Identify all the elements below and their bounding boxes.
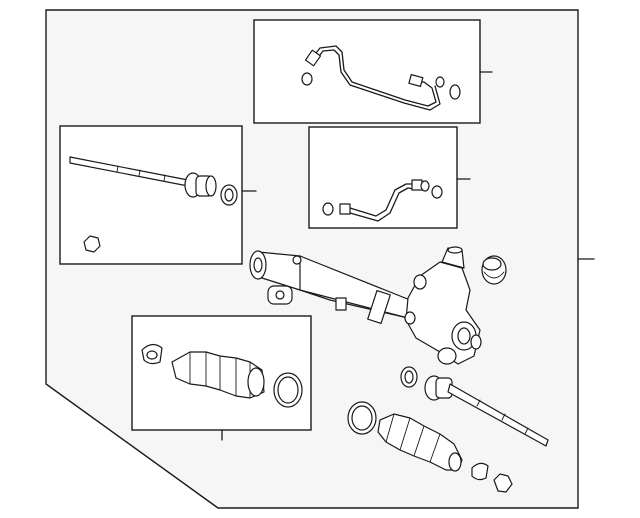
valve-port-upper [413, 274, 427, 290]
fitting-lower-left [339, 203, 351, 215]
o-ring-lower-left [322, 202, 334, 216]
pressure-line-upper-box [253, 19, 481, 124]
right-boot-clamp-small [471, 462, 489, 481]
o-ring-upper-right [449, 84, 461, 100]
valve-cap [470, 334, 482, 350]
valve-port-lower [404, 311, 416, 325]
rack-mount-right [437, 347, 457, 365]
fitting-upper-right [408, 73, 424, 87]
steering-gear-assembly [249, 246, 482, 365]
inner-tie-rod-group [59, 125, 257, 265]
right-adjuster-nut [493, 473, 513, 493]
rack-small-boss [335, 297, 347, 311]
o-ring-lower-right [431, 185, 443, 199]
o-ring-upper-left [301, 72, 313, 86]
steering-boot [171, 351, 265, 399]
o-ring-lower-mid [420, 180, 430, 192]
right-lower-parts [347, 366, 549, 493]
tie-rod-nut [83, 235, 101, 253]
pressure-line-upper-group [253, 19, 493, 124]
right-inner-tie-rod-shaft [447, 383, 549, 447]
o-ring-upper-mid [435, 76, 445, 88]
adjuster-plug [481, 255, 507, 285]
boot-kit-group [131, 315, 312, 441]
port-fitting [292, 255, 302, 265]
pressure-line-lower-tube [349, 183, 415, 217]
pressure-line-lower-group [308, 126, 471, 229]
inner-tie-rod-housing-end [205, 175, 217, 197]
rack-sleeve [367, 289, 391, 325]
fitting-upper-left [304, 49, 322, 67]
pressure-line-upper-tube [311, 45, 437, 107]
